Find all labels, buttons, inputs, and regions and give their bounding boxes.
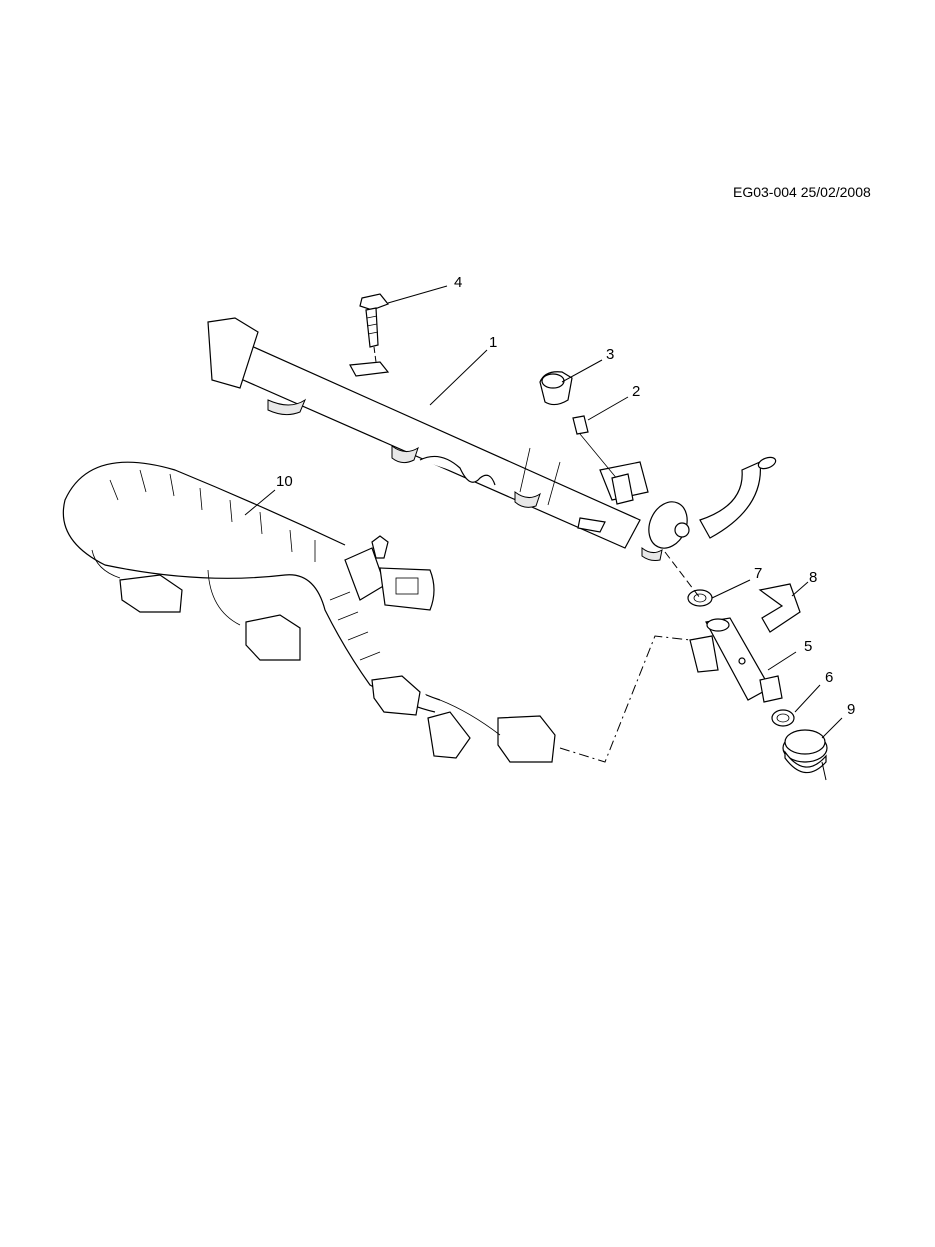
injector-seal xyxy=(782,729,828,774)
fuel-injector xyxy=(689,617,783,703)
injector-axis-line xyxy=(664,551,701,599)
callout-1: 1 xyxy=(489,334,497,351)
bolt xyxy=(359,293,389,363)
callout-2: 2 xyxy=(632,383,640,400)
connector-phantom-line xyxy=(559,635,691,763)
callout-5: 5 xyxy=(804,638,812,655)
o-ring-upper xyxy=(687,589,713,607)
leader-lines xyxy=(244,285,843,781)
callout-7: 7 xyxy=(754,565,762,582)
callout-3: 3 xyxy=(606,346,614,363)
callout-9: 9 xyxy=(847,701,855,718)
valve-cap xyxy=(539,371,573,406)
callout-8: 8 xyxy=(809,569,817,586)
callout-4: 4 xyxy=(454,274,462,291)
callout-6: 6 xyxy=(825,669,833,686)
callout-10: 10 xyxy=(276,473,293,490)
drawing-id-label: EG03-004 25/02/2008 xyxy=(733,184,871,200)
fuel-rail xyxy=(207,317,777,561)
wiring-harness xyxy=(62,461,556,763)
o-ring-lower xyxy=(771,709,795,727)
retaining-clip xyxy=(758,583,801,633)
pressure-valve xyxy=(572,415,634,505)
